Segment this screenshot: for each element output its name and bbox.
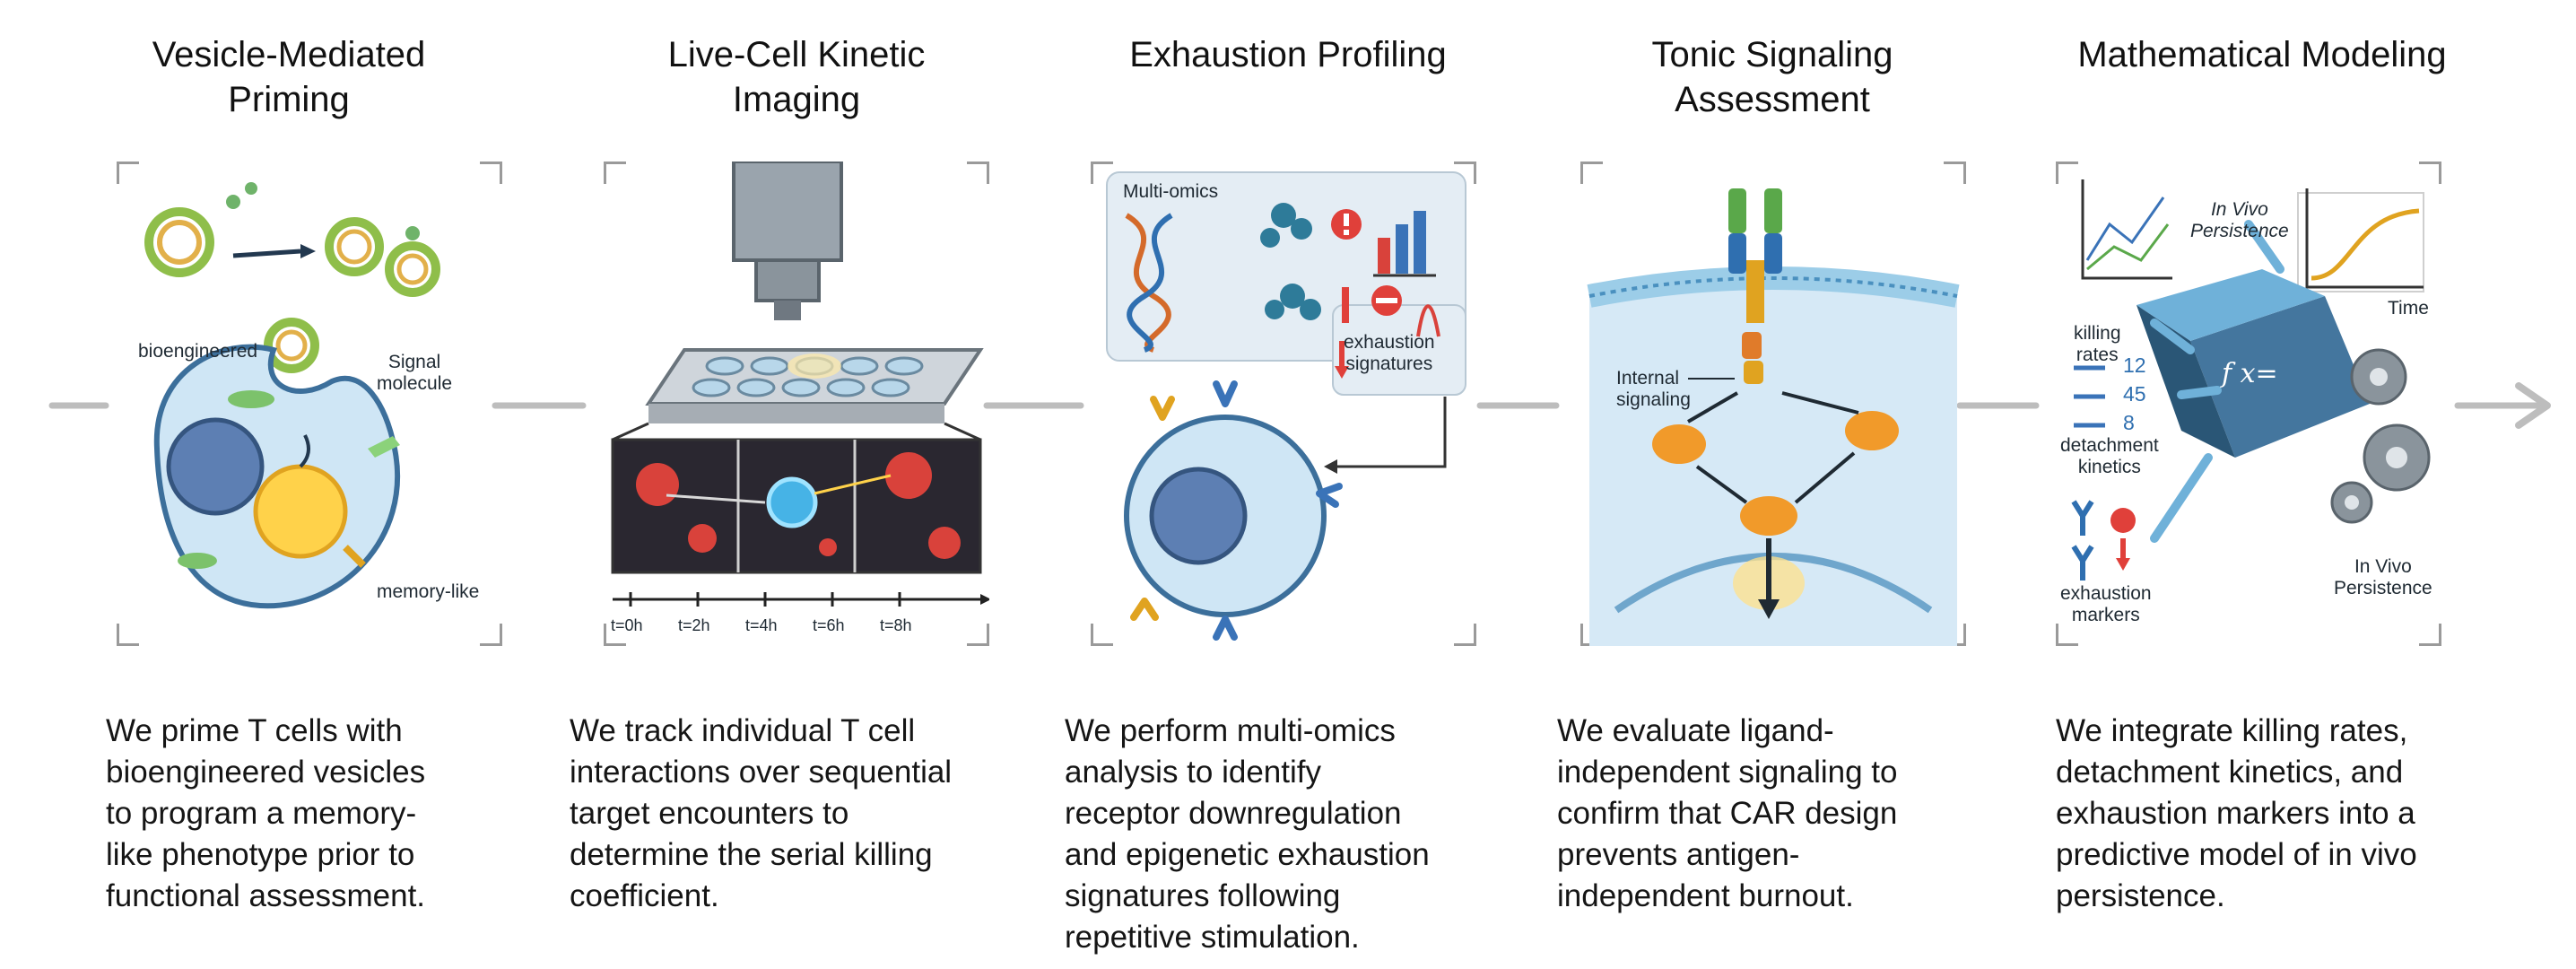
label-memory-like: memory-like — [377, 581, 480, 602]
formula-label: f x= — [2222, 358, 2278, 389]
flow-arrowhead-icon — [2515, 382, 2551, 429]
step-vesicle-priming: Vesicle-Mediated Priming — [56, 0, 522, 969]
arrow-icon — [232, 249, 301, 258]
step-title: Mathematical Modeling — [2077, 35, 2447, 74]
t-cell-icon — [144, 182, 440, 609]
microscope-icon — [611, 162, 989, 607]
step-tonic-signaling: Tonic Signaling Assessment — [1539, 0, 2006, 969]
receptor-icon — [1130, 380, 1343, 641]
dna-icon — [1125, 213, 1173, 353]
step-description: We integrate killing rates,detachment ki… — [2056, 713, 2417, 913]
step-mathematical-modeling: Mathematical Modeling — [2029, 0, 2495, 969]
label-time: Time — [2388, 298, 2429, 319]
timepoint-label: t=6h — [813, 616, 845, 634]
step-title: Vesicle-Mediated Priming — [152, 35, 426, 119]
value-detachment: 45 — [2123, 382, 2146, 406]
step-title: Tonic Signaling Assessment — [1651, 35, 1893, 119]
step-exhaustion-profiling: Exhaustion Profiling — [1055, 0, 1521, 969]
value-exhaustion: 8 — [2123, 411, 2135, 434]
vesicle-icon — [144, 207, 440, 373]
step-title: Live-Cell Kinetic Imaging — [667, 35, 926, 119]
step-illustration: t=0h t=2h t=4h t=6h t=8h — [604, 162, 989, 646]
timepoint-label: t=8h — [880, 616, 912, 634]
alert-icon — [1331, 209, 1362, 240]
step-title: Exhaustion Profiling — [1129, 35, 1447, 74]
value-killing: 12 — [2123, 354, 2146, 377]
step-description: We evaluate ligand-independent signaling… — [1557, 713, 1898, 913]
label-bioengineered: bioengineered — [138, 341, 258, 362]
step-live-cell-imaging: Live-Cell Kinetic Imaging — [563, 0, 1030, 969]
label-multi-omics: Multi-omics — [1123, 181, 1219, 202]
timepoint-label: t=2h — [678, 616, 710, 634]
timepoint-label: t=4h — [745, 616, 778, 634]
receptor-icon — [1728, 188, 1782, 384]
timepoint-label: t=0h — [611, 616, 643, 634]
chart-icon — [1373, 211, 1436, 277]
